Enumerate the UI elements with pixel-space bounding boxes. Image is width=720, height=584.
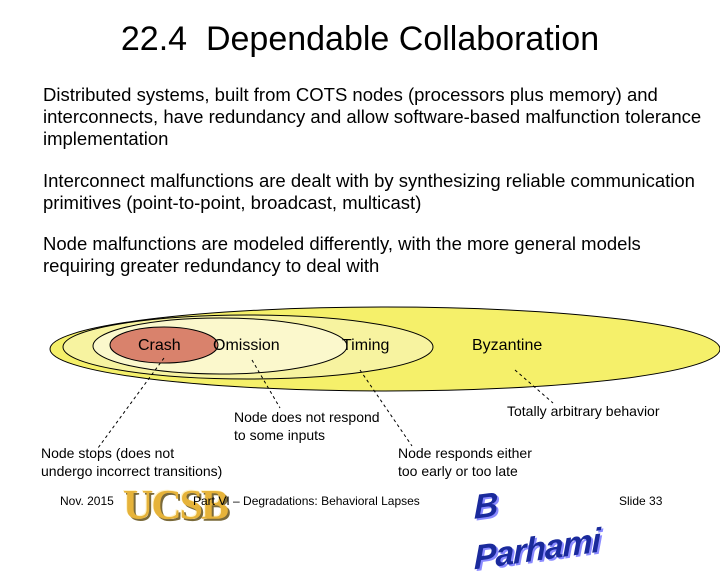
paragraph-distributed-systems: Distributed systems, built from COTS nod… [43,84,702,149]
crash-note-line1: Node stops (does not [41,445,175,461]
omission-note-line2: to some inputs [234,427,326,443]
author-signature-logo: B Parhami [474,485,600,578]
byzantine-callout-line [514,369,554,404]
malfunction-model-diagram [49,306,720,449]
timing-note-line1: Node responds either [398,445,532,461]
crash-ellipse [109,326,219,364]
crash-label: Crash [138,337,181,354]
omission-note-line1: Node does not respond [234,409,380,425]
paragraph-interconnect-malfunctions: Interconnect malfunctions are dealt with… [43,170,695,213]
omission-label: Omission [213,337,280,354]
timing-note-line2: too early or too late [398,463,518,479]
paragraph-node-malfunctions: Node malfunctions are modeled differentl… [43,233,641,276]
timing-label: Timing [342,337,390,354]
crash-callout-line [97,357,165,449]
footer-date: Nov. 2015 [60,494,114,508]
byzantine-label: Byzantine [472,337,543,354]
footer-slide-number: Slide 33 [619,494,663,508]
crash-note-line2: undergo incorrect transitions) [41,463,223,479]
byzantine-note: Totally arbitrary behavior [507,403,660,419]
slide-title: 22.4 Dependable Collaboration [120,20,600,58]
ucsb-logo: UCSB [123,483,229,529]
footer-course: Part VI – Degradations: Behavioral Lapse… [193,494,420,508]
